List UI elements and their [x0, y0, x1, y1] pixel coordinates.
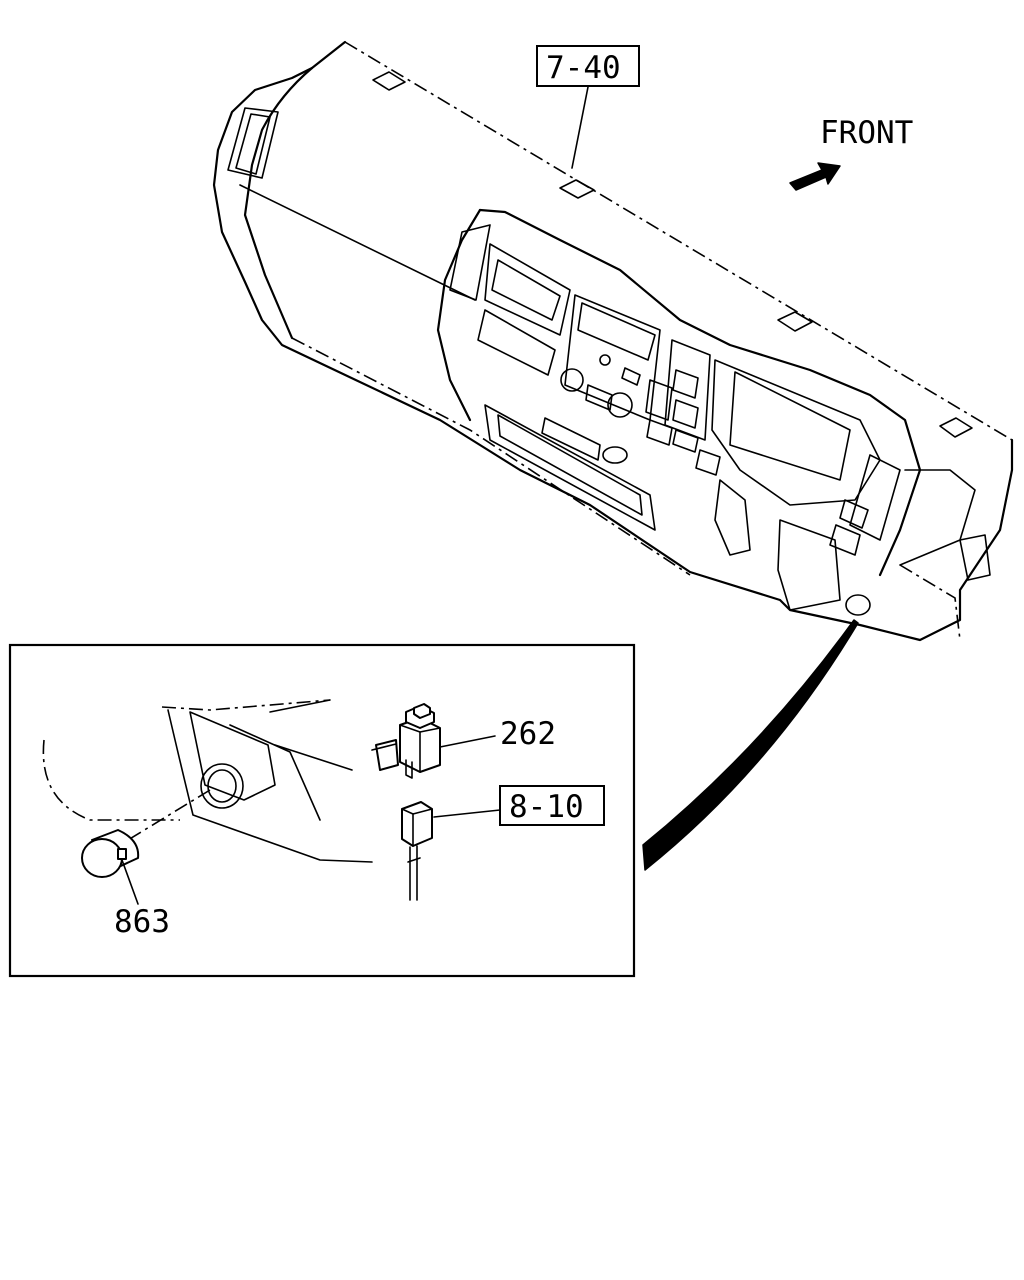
ref-label-harness: 8-10	[509, 789, 584, 825]
ref-box-instrument-panel	[536, 45, 640, 87]
detail-callout-wedge	[642, 619, 859, 871]
leader-harness	[433, 809, 501, 818]
detail-panel-illustration	[42, 699, 433, 901]
leader-switch	[439, 735, 496, 748]
front-arrow-icon	[789, 162, 841, 191]
switch-262-illustration	[371, 703, 441, 779]
front-direction-label: FRONT	[820, 115, 913, 151]
instrument-panel-illustration	[212, 40, 1014, 642]
ref-label-instrument-panel: 7-40	[546, 50, 621, 86]
detail-inset-frame	[8, 643, 636, 978]
leader-instrument-panel	[571, 86, 589, 169]
part-label-plug: 863	[114, 904, 170, 940]
leader-plug	[121, 859, 139, 905]
ref-box-harness	[499, 785, 605, 826]
part-label-switch: 262	[500, 716, 556, 752]
plug-863-illustration	[81, 829, 140, 878]
